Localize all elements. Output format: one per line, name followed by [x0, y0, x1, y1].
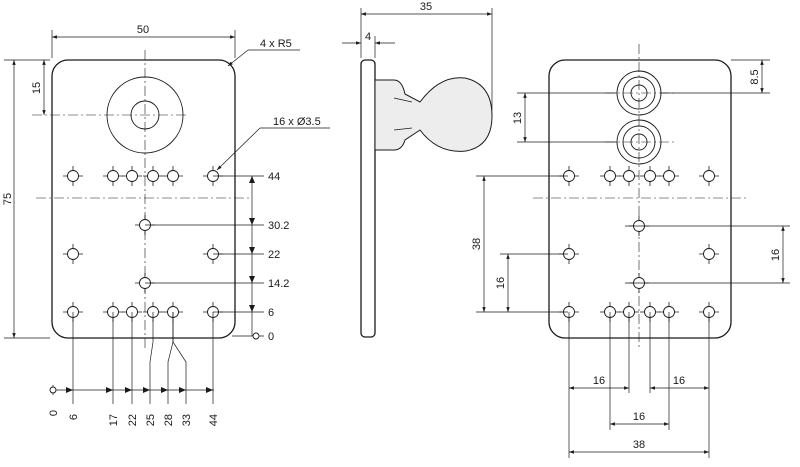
dim-back-bottom-total: 38 [633, 439, 645, 451]
bottom-scale-label: 28 [163, 414, 175, 426]
dim-back-bottom-right: 16 [673, 375, 685, 387]
hole-count-note: 16 x Ø3.5 [273, 116, 321, 128]
bottom-scale-label: 33 [181, 414, 193, 426]
bottom-scale-label: 6 [68, 414, 80, 420]
dim-back-bottom-left: 16 [593, 375, 605, 387]
side-boss-profile [374, 77, 493, 152]
dim-depth: 35 [420, 1, 432, 13]
bottom-scale-label: 0 [48, 410, 60, 416]
bottom-scale-label: 22 [127, 414, 139, 426]
dim-boss-spacing: 13 [512, 112, 524, 124]
right-scale-label: 14.2 [268, 278, 289, 290]
front-hole [126, 170, 138, 182]
bottom-scale-label: 44 [208, 414, 220, 426]
dim-thickness: 4 [365, 31, 371, 43]
dim-back-bottom-mid: 16 [633, 411, 645, 423]
front-hole [147, 170, 159, 182]
right-scale-label: 22 [268, 249, 280, 261]
front-hole [67, 170, 79, 182]
dim-back-right: 16 [770, 249, 782, 261]
back-view: 8.5 13 38 16 16 16 16 16 38 [471, 44, 790, 458]
front-hole [167, 170, 179, 182]
hole-leader [216, 127, 261, 171]
side-view: 35 4 [342, 1, 493, 338]
right-scale-label: 44 [268, 171, 280, 183]
back-hole [604, 170, 616, 182]
back-hole [623, 170, 635, 182]
corner-radius-note: 4 x R5 [260, 38, 292, 50]
corner-leader [227, 49, 249, 67]
dim-top-offset: 15 [31, 82, 43, 94]
dim-back-top-right: 8.5 [749, 69, 761, 84]
bottom-coordinate-scale: 0 6 17 22 25 28 33 44 [48, 312, 220, 426]
side-plate [360, 59, 376, 338]
front-hole [107, 170, 119, 182]
right-scale-label: 6 [268, 307, 274, 319]
dim-back-left-short: 16 [495, 277, 507, 289]
back-hole [663, 170, 675, 182]
back-hole [703, 248, 715, 260]
back-hole [644, 170, 656, 182]
bottom-scale-label: 25 [145, 414, 157, 426]
bottom-scale-label: 17 [108, 414, 120, 426]
dim-height: 75 [2, 193, 14, 205]
front-view: 50 4 x R5 16 x Ø3.5 75 15 4430.22214.260… [2, 24, 330, 426]
right-scale-label: 30.2 [268, 220, 289, 232]
back-plate-outline [548, 59, 732, 339]
front-hole [67, 248, 79, 260]
right-scale-label: 0 [268, 331, 274, 343]
dim-top-width: 50 [137, 24, 149, 36]
front-plate-outline [51, 59, 236, 339]
back-hole [703, 170, 715, 182]
right-coordinate-scale: 44 30.2 22 14.2 6 0 [145, 171, 289, 343]
dim-back-left-tall: 38 [471, 238, 483, 250]
